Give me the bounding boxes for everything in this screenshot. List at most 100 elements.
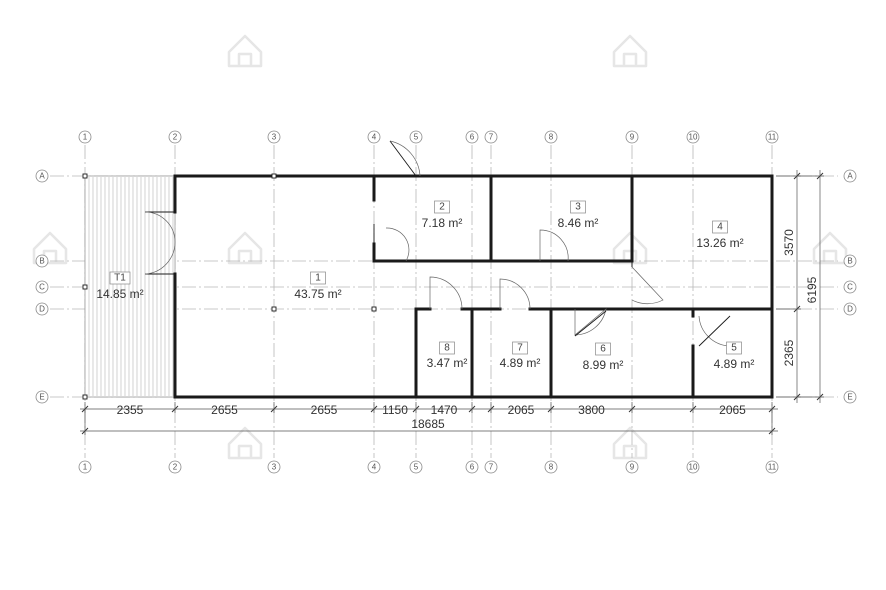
svg-text:8: 8 (549, 463, 554, 472)
svg-text:E: E (39, 393, 44, 402)
grid-bubble-col-2: 2 (168, 130, 182, 144)
room-number-box (434, 200, 450, 214)
grid-bubble-col-11: 11 (765, 460, 779, 474)
terrace-outline (84, 175, 176, 398)
room-number: T1 (114, 273, 126, 284)
posts (82, 173, 377, 400)
svg-text:9: 9 (630, 133, 635, 142)
watermark-logo (227, 34, 263, 68)
watermark-logo (227, 426, 263, 460)
door-room2-arc (385, 227, 410, 262)
room-area: 43.75 m² (294, 287, 341, 301)
terrace-decking (84, 175, 176, 398)
grid-bubble-col-4: 4 (367, 460, 381, 474)
room-number: 6 (600, 344, 606, 355)
room-area: 7.18 m² (422, 216, 463, 230)
svg-text:3: 3 (272, 133, 277, 142)
svg-text:8: 8 (549, 133, 554, 142)
grid-bubble-col-10: 10 (686, 460, 700, 474)
svg-text:7: 7 (489, 463, 494, 472)
dim-text-bottom: 2065 (719, 403, 746, 417)
svg-text:5: 5 (414, 463, 419, 472)
room-number-box (512, 341, 528, 355)
dim-text-bottom: 2065 (508, 403, 535, 417)
room-area: 14.85 m² (96, 287, 143, 301)
room-area: 4.89 m² (714, 357, 755, 371)
doors (144, 140, 731, 347)
door-room3-arc (539, 229, 569, 262)
watermark-logo (612, 426, 648, 460)
dim-text-bottom: 3800 (578, 403, 605, 417)
svg-text:1: 1 (83, 463, 88, 472)
grid-bubble-col-9: 9 (625, 460, 639, 474)
grid-bubble-col-6: 6 (465, 460, 479, 474)
watermark-logo (612, 231, 648, 265)
svg-text:7: 7 (489, 133, 494, 142)
watermark-logo (812, 231, 848, 265)
dim-text-bottom: 1150 (382, 403, 408, 417)
svg-text:11: 11 (768, 463, 777, 472)
door-room5-leaf (698, 315, 731, 347)
svg-text:6: 6 (470, 463, 475, 472)
post-a1 (82, 173, 88, 179)
door-room2-ext-leaf (389, 140, 417, 177)
room-label-2: 27.18 m² (422, 200, 463, 230)
room-number-box (712, 220, 728, 234)
grid-bubble-col-8: 8 (544, 460, 558, 474)
room-number-box (109, 271, 131, 285)
svg-text:3: 3 (272, 463, 277, 472)
svg-text:D: D (847, 305, 853, 314)
room-number-box (595, 342, 611, 356)
grid-bubble-col-3: 3 (267, 460, 281, 474)
room-number: 1 (315, 273, 321, 284)
grid-bubble-col-5: 5 (409, 130, 423, 144)
door-entrance-arc-2 (144, 241, 176, 275)
dim-text-bottom: 2655 (211, 403, 238, 417)
svg-text:1: 1 (83, 133, 88, 142)
dim-text-right-overall: 6195 (805, 276, 819, 303)
svg-text:4: 4 (372, 133, 377, 142)
grid-bubble-col-1: 1 (78, 460, 92, 474)
svg-text:4: 4 (372, 463, 377, 472)
svg-text:10: 10 (689, 133, 698, 142)
grid-bubble-col-1: 1 (78, 130, 92, 144)
room-number: 8 (444, 343, 450, 354)
grid-bubble-row-C: C (35, 280, 49, 294)
grid-bubble-row-A: A (843, 169, 857, 183)
room-number: 5 (731, 343, 737, 354)
room-area: 8.99 m² (583, 358, 624, 372)
room-label-1: 1 43.75 m² (294, 271, 342, 301)
post-c1 (82, 284, 88, 290)
room-number-box (439, 341, 455, 355)
grid-bubble-row-C: C (843, 280, 857, 294)
grid-bubble-col-7: 7 (484, 130, 498, 144)
grid-bubble-row-E: E (843, 390, 857, 404)
grid-bubble-row-E: E (35, 390, 49, 404)
room-number-box (726, 341, 742, 355)
grid-bubble-col-9: 9 (625, 130, 639, 144)
svg-text:2: 2 (173, 133, 178, 142)
room-area: 3.47 m² (427, 356, 468, 370)
grid-bubble-col-3: 3 (267, 130, 281, 144)
dim-text-overall: 18685 (411, 417, 445, 431)
grid-bubble-col-8: 8 (544, 130, 558, 144)
post-d3 (271, 306, 277, 312)
room-area: 8.46 m² (558, 216, 599, 230)
watermark-logo (227, 231, 263, 265)
dim-text-bottom: 2655 (311, 403, 338, 417)
dim-text-bottom: 2355 (117, 403, 144, 417)
watermark-logo (612, 34, 648, 68)
grid-bubble-row-D: D (843, 302, 857, 316)
svg-text:D: D (39, 305, 45, 314)
svg-text:11: 11 (768, 133, 777, 142)
svg-text:C: C (39, 283, 45, 292)
post-d4 (371, 306, 377, 312)
dim-text-bottom: 1470 (431, 403, 458, 417)
svg-text:2: 2 (173, 463, 178, 472)
post-a3 (271, 173, 277, 179)
svg-text:5: 5 (414, 133, 419, 142)
grid-bubble-col-7: 7 (484, 460, 498, 474)
room-area: 13.26 m² (696, 236, 743, 250)
